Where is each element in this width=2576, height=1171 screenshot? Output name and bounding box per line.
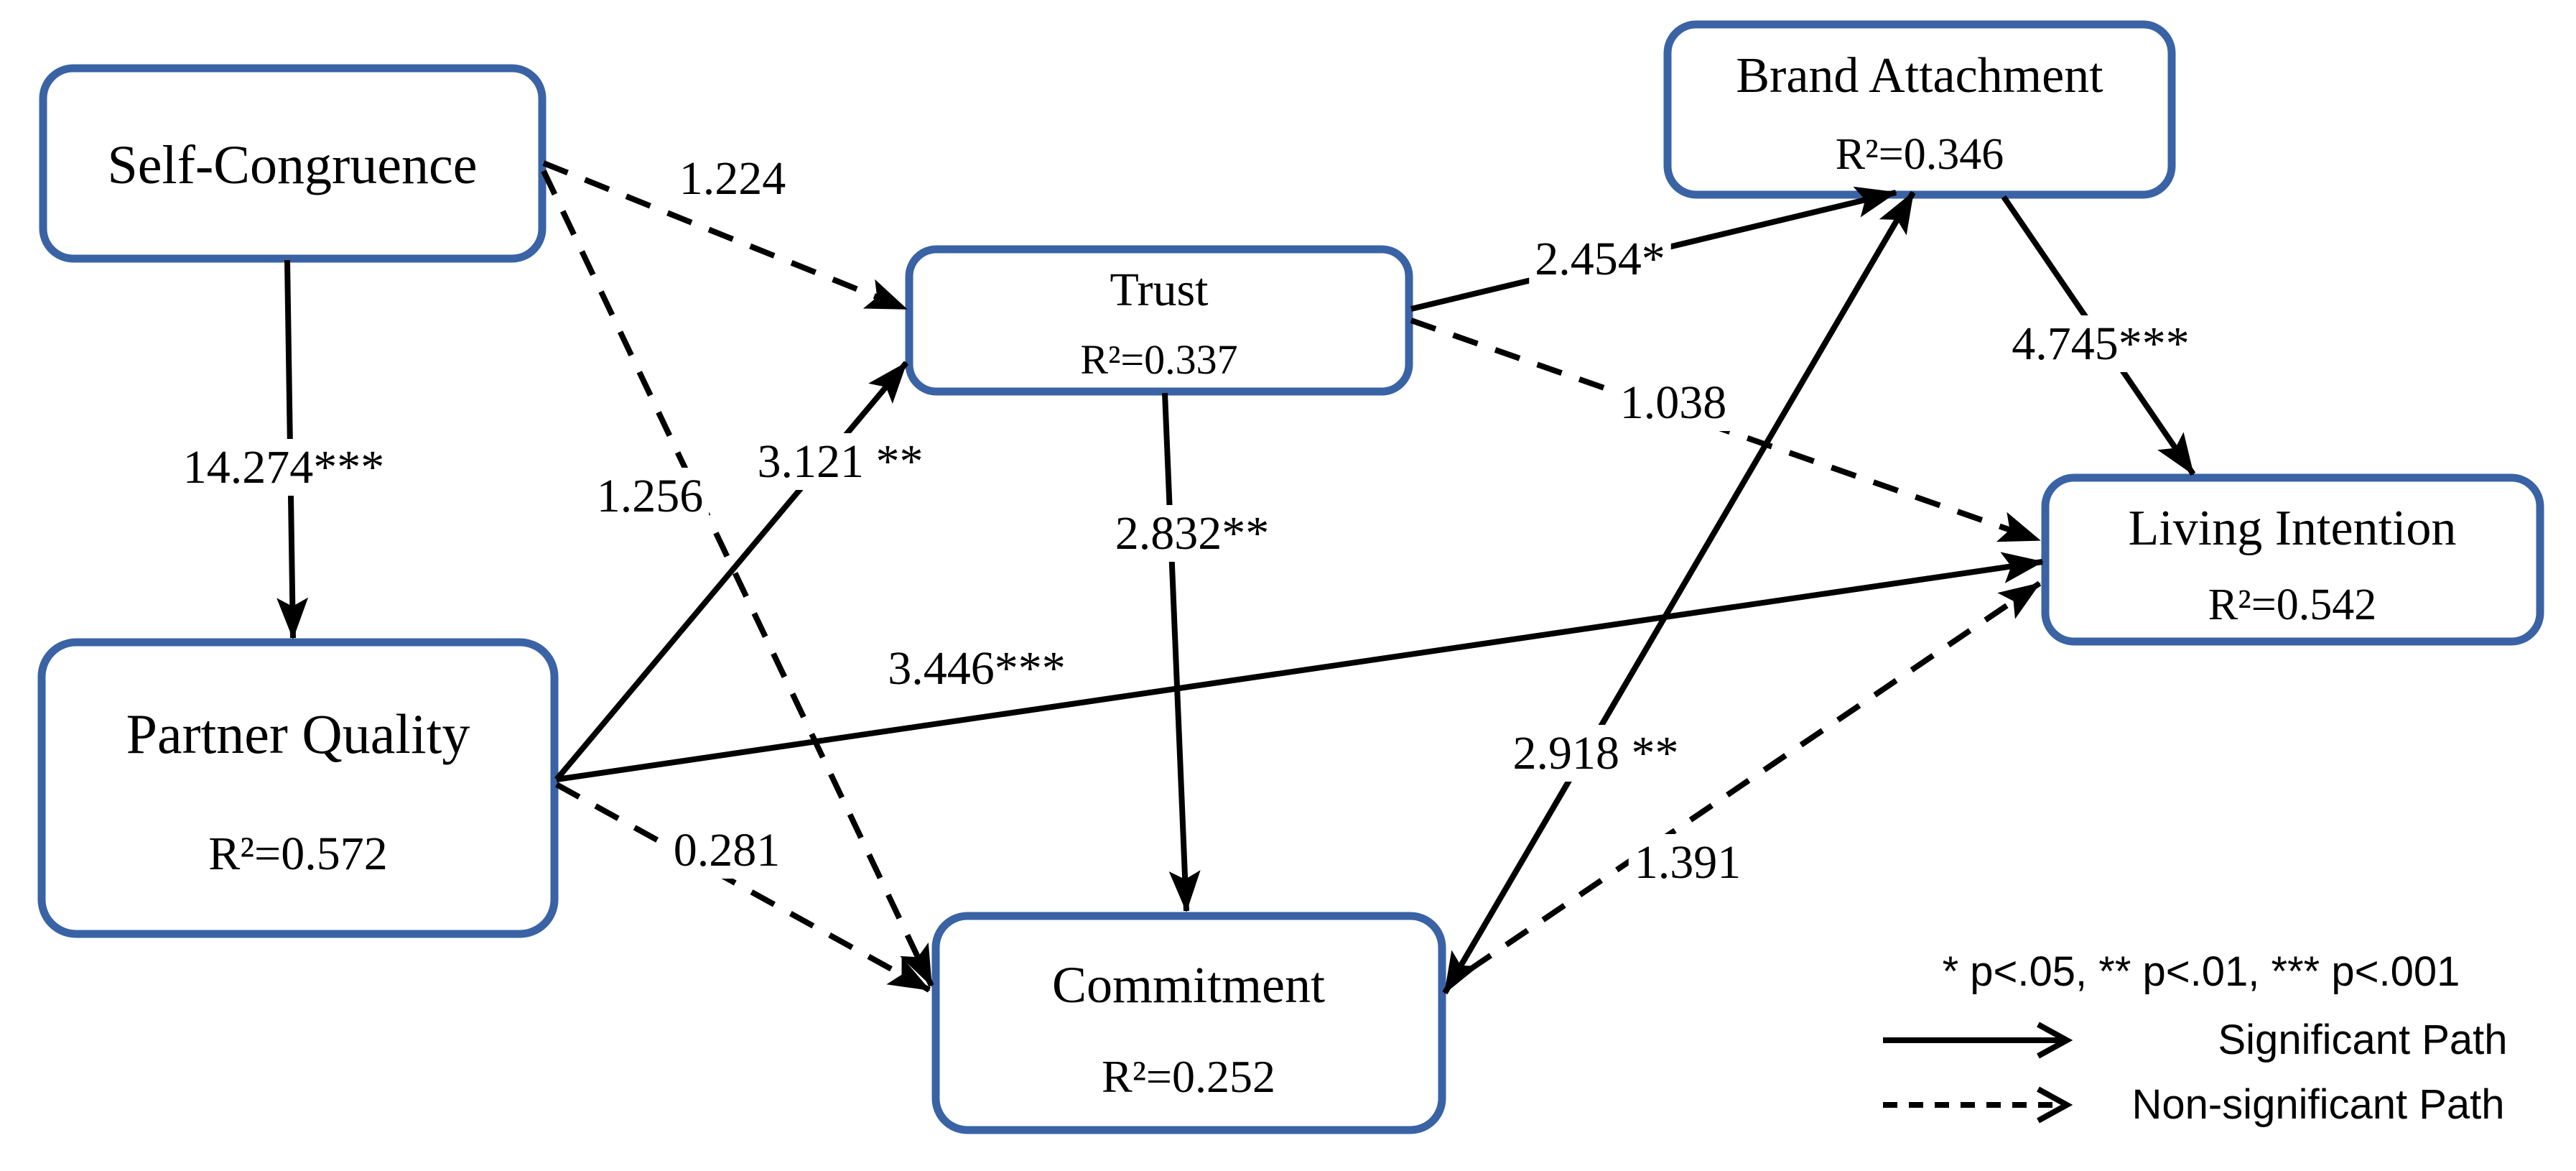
node-commitment-r2: R²=0.252 — [1102, 1051, 1275, 1102]
coef-trust-li: 1.038 — [1620, 376, 1727, 429]
path-pq-to-living-intention-line — [556, 552, 2044, 782]
node-self-congruence-box — [39, 64, 547, 263]
coef-pq-li: 3.446*** — [888, 642, 1066, 695]
coef-pq-trust: 3.121 ** — [758, 435, 924, 488]
path-sc-to-commitment-line — [541, 170, 934, 987]
node-commitment-box — [931, 912, 1446, 1134]
coef-cm-ba: 2.918 ** — [1513, 727, 1679, 779]
node-commitment-label: Commitment — [1052, 956, 1325, 1014]
node-self-congruence: Self-Congruence — [39, 64, 547, 263]
legend: * p<.05, ** p<.01, *** p<.001 Significan… — [1883, 948, 2508, 1128]
node-trust-label: Trust — [1110, 264, 1209, 316]
path-pq-to-trust-line — [554, 361, 909, 782]
label-backdrop — [177, 439, 391, 496]
node-brand-attachment-r2: R²=0.346 — [1836, 130, 2004, 179]
coef-sc-cm: 1.256 — [597, 470, 704, 522]
label-backdrop — [1529, 231, 1671, 287]
coef-trust-ba: 2.454* — [1535, 233, 1665, 285]
label-backdrop — [673, 150, 792, 207]
path-trust-to-commitment-line — [1162, 392, 1201, 912]
node-brand-attachment-box — [1663, 20, 2176, 199]
label-backdrop — [667, 822, 786, 879]
node-partner-quality-r2: R²=0.572 — [208, 828, 388, 880]
paths-layer — [276, 160, 2196, 995]
node-partner-quality: Partner Quality R²=0.572 — [37, 638, 559, 938]
label-backdrop — [1507, 725, 1685, 782]
legend-non-significant-label: Non-significant Path — [2131, 1081, 2504, 1128]
label-backdrop — [751, 433, 929, 490]
path-sc-to-trust-line — [542, 160, 908, 312]
node-living-intention-label: Living Intention — [2129, 501, 2457, 556]
node-trust-box — [905, 245, 1413, 396]
node-trust-r2: R²=0.337 — [1080, 336, 1237, 383]
node-brand-attachment-label: Brand Attachment — [1736, 48, 2103, 103]
label-backdrop — [882, 640, 1071, 697]
legend-significance-note: * p<.05, ** p<.01, *** p<.001 — [1943, 948, 2460, 995]
label-backdrop — [2006, 315, 2195, 372]
node-living-intention-box — [2041, 473, 2544, 646]
coef-sc-trust: 1.224 — [679, 152, 786, 205]
coef-sc-pq: 14.274*** — [183, 441, 385, 494]
node-trust: Trust R²=0.337 — [905, 245, 1413, 396]
coef-trust-cm: 2.832** — [1115, 507, 1270, 560]
node-living-intention: Living Intention R²=0.542 — [2041, 473, 2544, 646]
coef-cm-li: 1.391 — [1635, 836, 1742, 889]
path-commitment-to-living-intention-line — [1467, 580, 2042, 973]
node-partner-quality-box — [37, 638, 559, 938]
coef-pq-cm: 0.281 — [674, 824, 781, 876]
label-backdrop — [1614, 374, 1733, 431]
node-living-intention-r2: R²=0.542 — [2208, 580, 2376, 629]
label-backdrop — [1109, 505, 1275, 562]
legend-significant-label: Significant Path — [2218, 1017, 2507, 1063]
coef-ba-li: 4.745*** — [2012, 318, 2190, 370]
node-commitment: Commitment R²=0.252 — [931, 912, 1446, 1134]
path-labels-layer: 14.274*** 1.224 1.256 3.121 ** 3.446*** … — [177, 150, 2195, 891]
node-partner-quality-label: Partner Quality — [126, 703, 470, 765]
label-backdrop — [1628, 834, 1747, 891]
path-ba-to-commitment-arrowhead — [1442, 190, 1916, 995]
path-pq-to-commitment-line — [555, 782, 931, 993]
node-brand-attachment: Brand Attachment R²=0.346 — [1663, 20, 2176, 199]
label-backdrop — [590, 468, 710, 524]
node-self-congruence-label: Self-Congruence — [108, 135, 478, 195]
